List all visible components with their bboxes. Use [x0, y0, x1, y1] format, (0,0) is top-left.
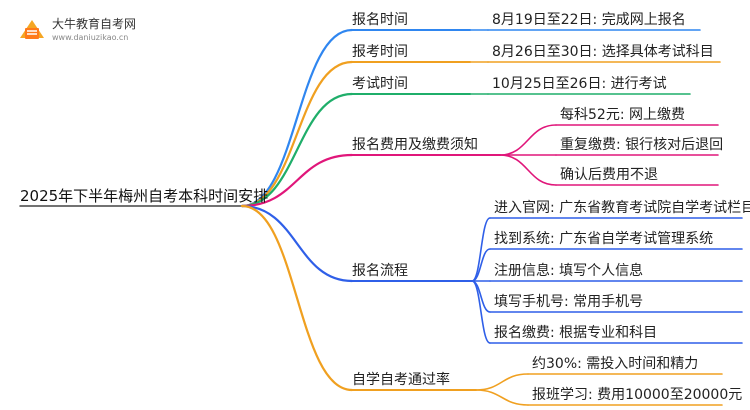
- child-connector: [471, 248, 491, 282]
- child-connector: [471, 217, 491, 282]
- branch-node: 报考时间: [352, 44, 408, 60]
- book-icon: [20, 20, 44, 39]
- leaf-node: 确认后费用不退: [560, 167, 658, 183]
- leaf-node: 每科52元: 网上缴费: [560, 107, 685, 123]
- leaf-node: 进入官网: 广东省教育考试院自学考试栏目: [494, 200, 750, 216]
- leaf-node: 8月26日至30日: 选择具体考试科目: [492, 44, 714, 60]
- branch-connector: [240, 60, 354, 208]
- root-node: 2025年下半年梅州自考本科时间安排: [20, 187, 269, 205]
- leaf-node: 填写手机号: 常用手机号: [494, 294, 644, 310]
- child-connector: [475, 373, 529, 391]
- branch-node: 自学自考通过率: [352, 372, 450, 388]
- branch-connector: [240, 92, 354, 208]
- branch-node: 报名流程: [352, 263, 408, 279]
- child-connector: [475, 389, 529, 406]
- child-connector: [499, 124, 557, 156]
- child-connector: [471, 280, 491, 344]
- child-connector: [499, 154, 557, 186]
- branch-connector: [240, 204, 354, 283]
- leaf-node: 找到系统: 广东省自学考试管理系统: [494, 231, 714, 247]
- leaf-node: 注册信息: 填写个人信息: [494, 263, 644, 279]
- branch-connector: [240, 153, 354, 208]
- leaf-node: 报班学习: 费用10000至20000元: [532, 387, 743, 403]
- leaf-node: 约30%: 需投入时间和精力: [532, 356, 699, 372]
- leaf-node: 报名缴费: 根据专业和科目: [494, 325, 658, 341]
- site-logo: 大牛教育自考网 www.daniuzikao.cn: [14, 12, 184, 50]
- branch-node: 考试时间: [352, 76, 408, 92]
- branch-node: 报名费用及缴费须知: [352, 137, 478, 153]
- branch-connector: [240, 204, 354, 392]
- leaf-node: 重复缴费: 银行核对后退回: [560, 137, 724, 153]
- branch-node: 报名时间: [352, 12, 408, 28]
- leaf-node: 10月25日至26日: 进行考试: [492, 76, 667, 92]
- logo-title: 大牛教育自考网: [52, 17, 137, 31]
- leaf-node: 8月19日至22日: 完成网上报名: [492, 12, 686, 28]
- branch-connector: [240, 28, 354, 208]
- logo-url: www.daniuzikao.cn: [52, 33, 129, 42]
